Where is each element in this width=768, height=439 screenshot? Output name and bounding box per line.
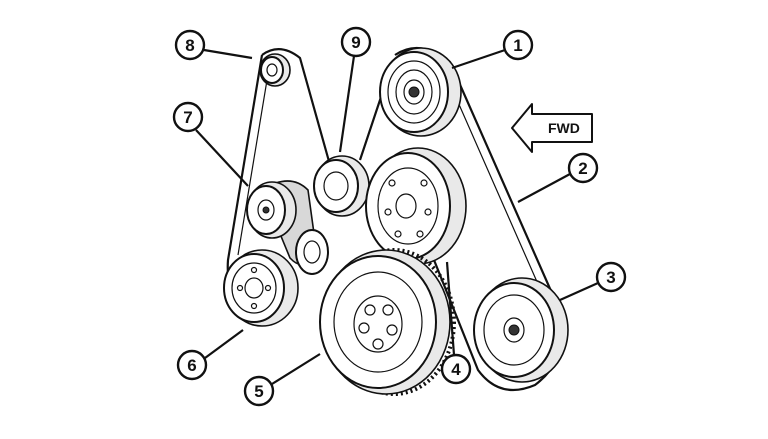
callout-4-number: 4 — [451, 360, 461, 379]
upper-idler-pulley — [259, 53, 291, 87]
callout-3: 3 — [595, 261, 627, 293]
callout-4: 4 — [440, 353, 472, 385]
callout-2: 2 — [567, 152, 599, 184]
idler-pulley — [313, 155, 370, 217]
fwd-label: FWD — [548, 120, 580, 136]
callout-5: 5 — [243, 375, 275, 407]
belt-tensioner — [246, 180, 329, 275]
generator-pulley — [379, 47, 462, 137]
callout-1-number: 1 — [513, 36, 522, 55]
callout-3-number: 3 — [606, 268, 615, 287]
callout-9: 9 — [340, 26, 372, 58]
ac-compressor-pulley — [473, 277, 569, 383]
crankshaft-damper — [319, 248, 456, 396]
callout-7: 7 — [172, 101, 204, 133]
callout-8: 8 — [174, 29, 206, 61]
callout-8-number: 8 — [185, 36, 194, 55]
callout-9-number: 9 — [351, 33, 360, 52]
water-pump-pulley — [365, 147, 467, 265]
callout-5-number: 5 — [254, 382, 263, 401]
callout-7-number: 7 — [183, 108, 192, 127]
leader-lines — [195, 48, 599, 385]
callout-2-number: 2 — [578, 159, 587, 178]
fwd-direction-arrow: FWD — [511, 103, 593, 153]
callout-1: 1 — [502, 29, 534, 61]
fan-drive-pulley — [223, 249, 299, 327]
callout-6-number: 6 — [187, 356, 196, 375]
callout-6: 6 — [176, 349, 208, 381]
